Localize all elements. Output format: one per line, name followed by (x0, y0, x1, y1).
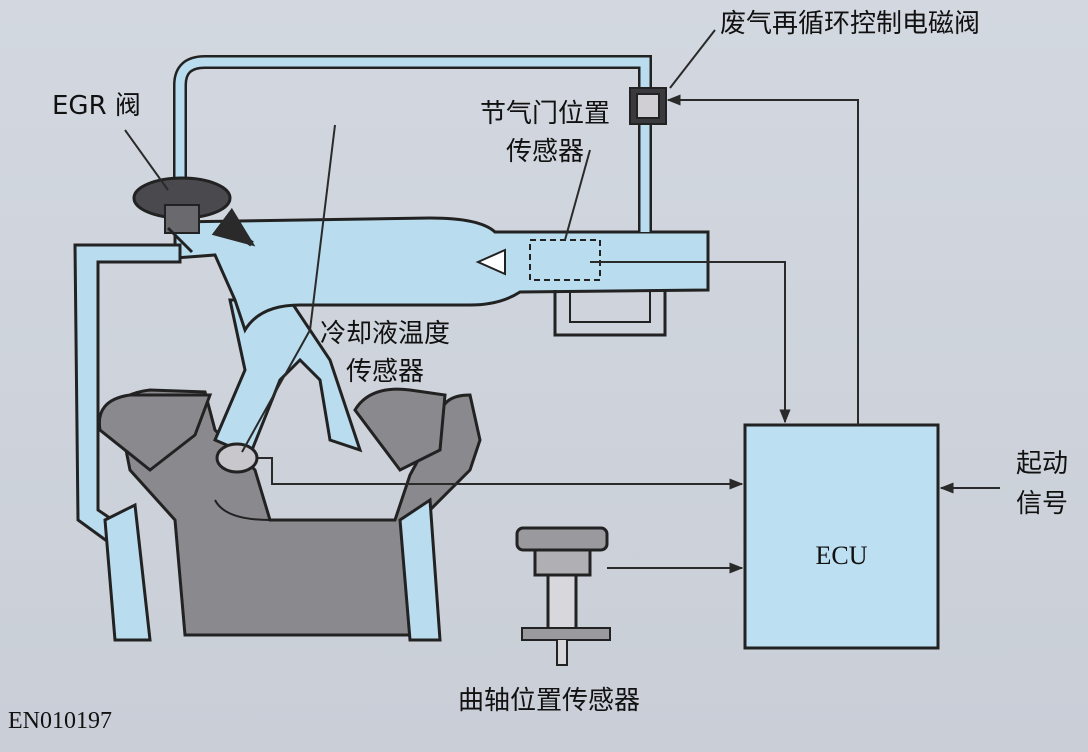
throttle-sensor-label-1: 节气门位置 (479, 99, 610, 129)
crankshaft-sensor-label: 曲轴位置传感器 (458, 686, 641, 716)
egr-valve (132, 176, 232, 254)
egr-valve-label: EGR 阀 (52, 91, 141, 121)
egr-solenoid-valve (629, 87, 667, 125)
coolant-sensor-label-1: 冷却液温度 (319, 319, 450, 349)
start-signal-label-1: 起动 (1015, 449, 1068, 479)
signal-wires (124, 29, 1000, 574)
flow-arrow (475, 248, 506, 276)
ecu-label: ECU (815, 541, 868, 570)
coolant-sensor (215, 442, 259, 474)
intake-manifold (173, 216, 710, 337)
figure-code: EN010197 (8, 708, 112, 734)
throttle-sensor-label-2: 传感器 (505, 137, 584, 167)
engine-block (97, 387, 482, 637)
coolant-sensor-label-2: 传感器 (345, 357, 424, 387)
start-signal-label-2: 信号 (1015, 489, 1068, 519)
ecu-box (743, 423, 940, 650)
egr-pipe-left (73, 243, 442, 642)
egr-flow-arrow (211, 207, 256, 247)
crankshaft-sensor (515, 526, 611, 666)
intake-runners (213, 298, 363, 457)
egr-solenoid-label: 废气再循环控制电磁阀 (720, 9, 981, 39)
vacuum-line (173, 55, 652, 232)
